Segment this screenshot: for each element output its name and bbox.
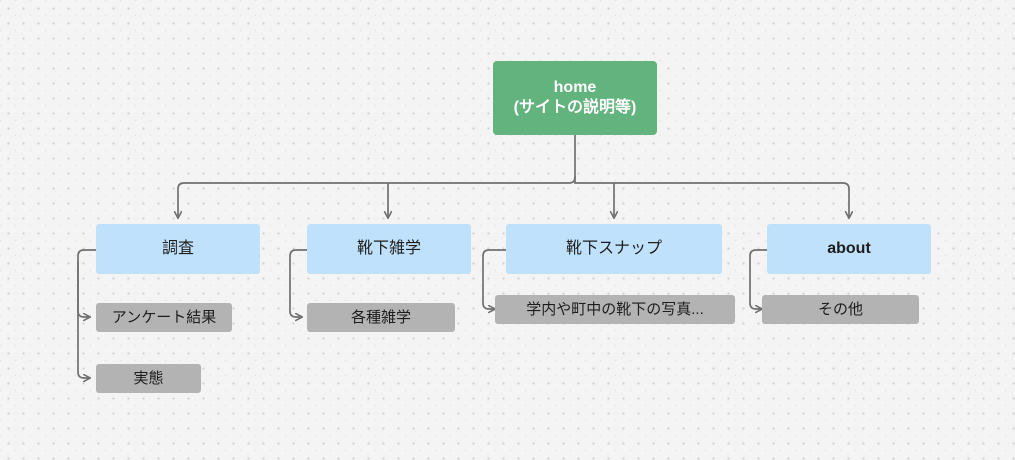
- node-enquete-kekka-label: アンケート結果: [111, 308, 217, 326]
- node-about[interactable]: about: [767, 224, 931, 274]
- node-kutsushita-snap[interactable]: 靴下スナップ: [506, 224, 722, 274]
- node-choosa-label: 調査: [161, 239, 194, 257]
- node-jittai-label: 実態: [133, 369, 164, 387]
- node-home-label: home (サイトの説明等): [513, 78, 637, 116]
- node-sonota-label: その他: [817, 300, 863, 318]
- node-kakushu-zatsugaku[interactable]: 各種雑学: [307, 303, 455, 332]
- node-gakunai-photo-label: 学内や町中の靴下の写真...: [526, 300, 704, 318]
- node-kutsushita-zatsugaku-label: 靴下雑学: [356, 239, 421, 257]
- node-about-label: about: [827, 239, 871, 257]
- node-home[interactable]: home (サイトの説明等): [493, 61, 657, 135]
- node-kakushu-zatsugaku-label: 各種雑学: [350, 308, 411, 326]
- node-jittai[interactable]: 実態: [96, 364, 201, 393]
- node-choosa[interactable]: 調査: [96, 224, 260, 274]
- node-kutsushita-zatsugaku[interactable]: 靴下雑学: [307, 224, 471, 274]
- node-gakunai-photo[interactable]: 学内や町中の靴下の写真...: [495, 295, 735, 324]
- node-kutsushita-snap-label: 靴下スナップ: [565, 239, 662, 257]
- node-enquete-kekka[interactable]: アンケート結果: [96, 303, 232, 332]
- edge-home-to-about: [574, 182, 849, 218]
- edge-zatsugaku-to-kakushu: [289, 249, 308, 317]
- edge-choosa-to-jittai: [77, 261, 90, 378]
- edge-home-to-choosa: [178, 176, 576, 218]
- edge-choosa-to-enquete: [77, 249, 97, 317]
- node-sonota[interactable]: その他: [762, 295, 919, 324]
